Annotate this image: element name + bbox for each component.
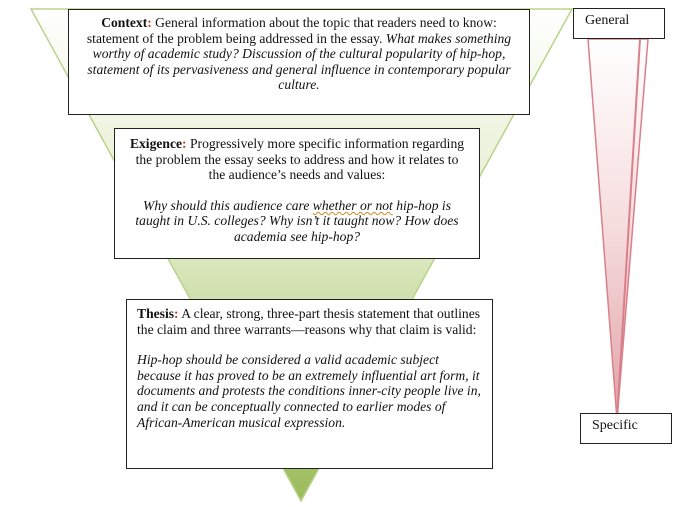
specificity-wedge-edge [616, 38, 641, 421]
context-box: Context: General information about the t… [68, 9, 530, 115]
exigence-heading: Exigence: [129, 136, 187, 151]
context-example: What makes something worthy of academic … [87, 30, 512, 93]
context-heading: Context: [101, 15, 152, 30]
exigence-description: Progressively more specific information … [135, 136, 465, 183]
thesis-box: Thesis: A clear, strong, three-part thes… [126, 299, 493, 469]
general-label: General [573, 8, 665, 39]
thesis-statement: Hip-hop should be considered a valid aca… [137, 352, 481, 430]
specificity-wedge [587, 38, 649, 421]
exigence-questions: Why should this audience care whether or… [135, 197, 459, 244]
exigence-box: Exigence: Progressively more specific in… [114, 128, 480, 259]
spellcheck-flag: whether or not [312, 197, 393, 213]
specific-label: Specific [580, 413, 672, 444]
thesis-description: A clear, strong, three-part thesis state… [137, 306, 481, 337]
thesis-heading: Thesis: [137, 306, 179, 321]
context-description: General information about the topic that… [86, 15, 497, 46]
